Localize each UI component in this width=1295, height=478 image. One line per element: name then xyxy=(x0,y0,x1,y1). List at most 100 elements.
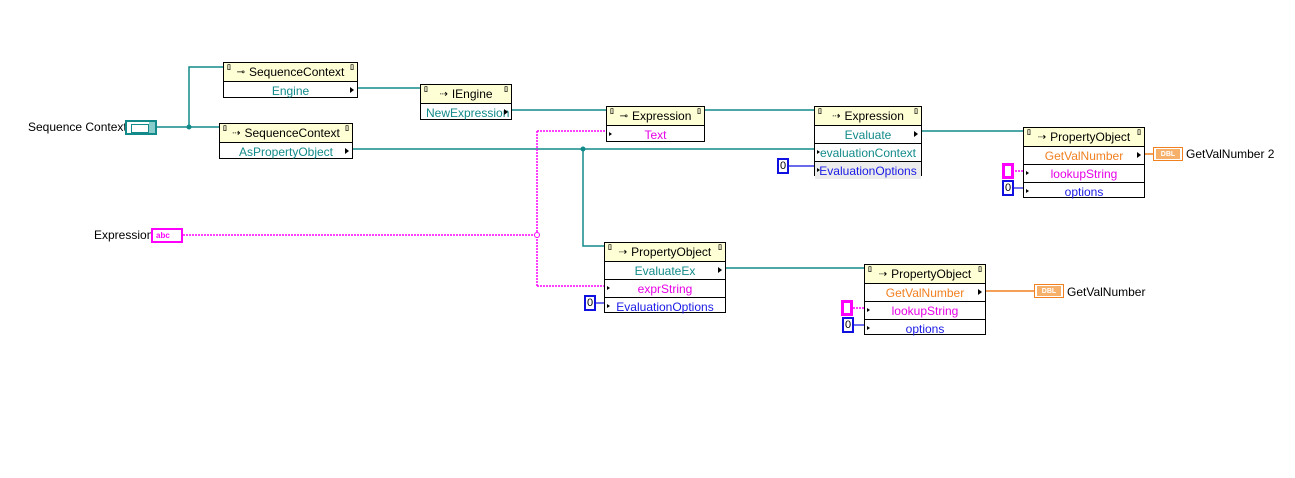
abc-string-icon[interactable]: abc xyxy=(151,228,183,243)
row-label: GetValNumber xyxy=(885,285,965,300)
dbl-glyph: DBL xyxy=(1037,286,1061,296)
invoke-node-icon: ⇢ xyxy=(832,110,841,122)
row-label: EvaluateEx xyxy=(634,263,696,278)
input-terminal-icon[interactable] xyxy=(1026,189,1029,193)
refnum-corner-icon: ▯ xyxy=(914,108,918,115)
node-class: PropertyObject xyxy=(1050,130,1131,144)
output-terminal-icon[interactable] xyxy=(914,131,918,137)
node-class: Expression xyxy=(632,109,692,123)
input-terminal-icon[interactable] xyxy=(867,308,870,312)
abc-glyph: abc xyxy=(156,231,170,240)
sequencecontext-property-node[interactable]: ▯⊸SequenceContext▯ Engine xyxy=(223,62,358,98)
refnum-corner-icon: ▯ xyxy=(1027,129,1031,136)
refnum-corner-icon: ▯ xyxy=(504,86,508,93)
node-class: SequenceContext xyxy=(244,126,340,140)
dbl-glyph: DBL xyxy=(1156,149,1180,159)
output-terminal-icon[interactable] xyxy=(718,267,722,273)
output-terminal-icon[interactable] xyxy=(345,148,349,154)
node-row: Engine xyxy=(224,82,357,99)
property-node-icon: ⊸ xyxy=(619,110,628,122)
row-label: EvaluationOptions xyxy=(616,299,714,314)
node-class: PropertyObject xyxy=(631,245,712,259)
node-row: EvaluationOptions xyxy=(605,298,725,315)
dbl-indicator-icon[interactable]: DBL xyxy=(1153,147,1183,161)
refnum-corner-icon: ▯ xyxy=(610,108,614,115)
node-row: lookupString xyxy=(865,302,985,320)
sequence-context-label: Sequence Context xyxy=(28,120,127,134)
input-terminal-icon[interactable] xyxy=(817,150,820,154)
node-class: Expression xyxy=(844,109,904,123)
sequencecontext-invoke-node[interactable]: ▯ ⇢SequenceContext ▯ AsPropertyObject xyxy=(219,123,353,159)
refnum-corner-icon: ▯ xyxy=(697,108,701,115)
row-label: NewExpression xyxy=(426,105,510,120)
output-terminal-icon[interactable] xyxy=(1137,152,1141,158)
row-label: evaluationContext xyxy=(819,145,917,160)
propertyobject-getvalnumber-node[interactable]: ▯⇢PropertyObject▯ GetValNumber lookupStr… xyxy=(1023,127,1145,199)
getvalnumber-label: GetValNumber xyxy=(1067,285,1146,299)
row-label: options xyxy=(905,321,945,336)
invoke-node-icon: ⇢ xyxy=(439,88,448,100)
node-row: EvaluateEx xyxy=(605,262,725,280)
propertyobject-getvalnumber-node[interactable]: ▯⇢PropertyObject▯ GetValNumber lookupStr… xyxy=(864,264,986,337)
expression-evaluate-node[interactable]: ▯ ⇢Expression ▯ Evaluate evaluationContext… xyxy=(814,106,922,179)
wire-aspo-branch xyxy=(582,149,604,247)
node-row: AsPropertyObject xyxy=(220,143,352,160)
iengine-invoke-node[interactable]: ▯ ⇢IEngine ▯ NewExpression xyxy=(420,84,512,120)
invoke-node-icon: ⇢ xyxy=(878,268,888,280)
output-terminal-icon[interactable] xyxy=(504,109,508,115)
refnum-corner-icon: ▯ xyxy=(1137,129,1141,136)
node-row: options xyxy=(865,320,985,337)
refnum-corner-icon: ▯ xyxy=(350,64,354,71)
wire-junction xyxy=(186,124,192,130)
refnum-corner-icon: ▯ xyxy=(345,125,349,132)
node-row: GetValNumber xyxy=(1024,147,1144,165)
input-terminal-icon[interactable] xyxy=(1026,171,1029,175)
row-label: lookupString xyxy=(1050,166,1118,181)
refnum-icon[interactable] xyxy=(125,120,157,135)
input-terminal-icon[interactable] xyxy=(607,286,610,290)
row-label: options xyxy=(1064,184,1104,199)
numeric-constant[interactable]: 0 xyxy=(777,158,789,174)
refnum-corner-icon: ▯ xyxy=(608,244,612,251)
input-terminal-icon[interactable] xyxy=(607,304,610,308)
node-row: Evaluate xyxy=(815,126,921,144)
row-label: EvaluationOptions xyxy=(819,163,917,178)
expression-label: Expression xyxy=(94,228,154,242)
row-label: Text xyxy=(644,127,667,142)
input-terminal-icon[interactable] xyxy=(609,132,612,136)
propertyobject-evaluateex-node[interactable]: ▯⇢PropertyObject▯ EvaluateEx exprString … xyxy=(604,242,726,315)
node-row: lookupString xyxy=(1024,165,1144,183)
refnum-corner-icon: ▯ xyxy=(978,266,982,273)
refnum-corner-icon: ▯ xyxy=(424,86,428,93)
getvalnumber2-label: GetValNumber 2 xyxy=(1186,147,1275,161)
string-constant[interactable] xyxy=(1002,163,1014,179)
node-row: evaluationContext xyxy=(815,144,921,162)
input-terminal-icon[interactable] xyxy=(817,168,820,172)
output-terminal-icon[interactable] xyxy=(350,87,354,93)
wire-seqctx-to-prop xyxy=(188,66,224,127)
row-label: exprString xyxy=(637,281,693,296)
row-label: Engine xyxy=(271,83,310,98)
invoke-node-icon: ⇢ xyxy=(232,127,241,139)
output-terminal-icon[interactable] xyxy=(978,289,982,295)
dbl-indicator-icon[interactable]: DBL xyxy=(1034,284,1064,298)
numeric-constant[interactable]: 0 xyxy=(584,295,596,311)
numeric-constant[interactable]: 0 xyxy=(842,317,854,333)
node-class: IEngine xyxy=(451,87,493,101)
expression-property-node[interactable]: ▯ ⊸ Expression ▯ Text xyxy=(606,106,705,142)
row-label: GetValNumber xyxy=(1044,148,1124,163)
numeric-constant[interactable]: 0 xyxy=(1002,180,1014,196)
input-terminal-icon[interactable] xyxy=(867,326,870,330)
string-constant[interactable] xyxy=(841,300,853,316)
node-class: PropertyObject xyxy=(891,267,972,281)
node-row: NewExpression xyxy=(421,104,511,121)
node-class: SequenceContext xyxy=(248,65,345,79)
node-row: exprString xyxy=(605,280,725,298)
row-label: lookupString xyxy=(891,303,959,318)
refnum-corner-icon: ▯ xyxy=(818,108,822,115)
row-label: Evaluate xyxy=(844,127,892,142)
refnum-corner-icon: ▯ xyxy=(718,244,722,251)
node-row: EvaluationOptions xyxy=(815,162,921,179)
node-row: GetValNumber xyxy=(865,284,985,302)
refnum-corner-icon: ▯ xyxy=(223,125,227,132)
